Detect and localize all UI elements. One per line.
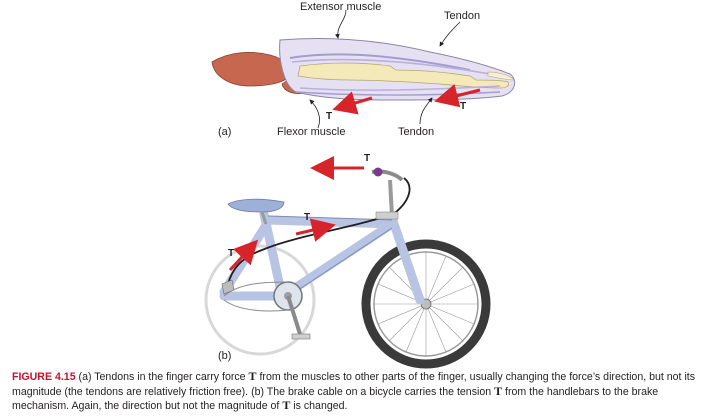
extensor-muscle-belly xyxy=(211,51,291,87)
caption-text-4: is changed. xyxy=(290,400,348,413)
tension-label-b1: T xyxy=(364,153,371,164)
tension-arrow-tip xyxy=(434,83,481,108)
label-flexor-muscle: Flexor muscle xyxy=(277,126,346,138)
caption-text-1: (a) Tendons in the finger carry force xyxy=(75,371,249,383)
figure-caption: FIGURE 4.15 (a) Tendons in the finger ca… xyxy=(12,369,712,414)
figure-illustration xyxy=(204,9,516,369)
caption-text-3: from the handlebars to the brake mechani… xyxy=(12,385,659,413)
pedal xyxy=(291,333,311,340)
finger-diagram xyxy=(211,9,516,129)
tension-arrow-toptube xyxy=(295,218,336,242)
tension-arrow-flexor xyxy=(332,91,373,115)
bike-seat xyxy=(227,198,285,213)
handlebar-grip xyxy=(373,167,383,177)
fingernail xyxy=(487,71,515,81)
tension-label-b2: T xyxy=(304,212,311,223)
tension-label-a1: T xyxy=(326,111,333,122)
label-panel-a: (a) xyxy=(218,126,232,138)
label-tendon-bottom: Tendon xyxy=(398,126,435,138)
label-panel-b: (b) xyxy=(218,350,232,362)
caption-text-2: from the muscles to other parts of the f… xyxy=(12,371,696,398)
finger-bones xyxy=(297,62,509,89)
tension-label-b3: T xyxy=(228,248,235,259)
rear-wheel xyxy=(204,244,316,356)
tension-label-a2: T xyxy=(460,101,467,112)
front-wheel xyxy=(361,239,491,369)
rear-brake xyxy=(221,279,235,295)
figure-number: FIGURE 4.15 xyxy=(12,371,76,383)
bicycle-diagram xyxy=(204,156,491,369)
caption-T-2: T xyxy=(494,383,503,398)
caption-T-3: T xyxy=(282,398,291,413)
tension-arrow-seatstay xyxy=(228,239,259,272)
label-tendon-top: Tendon xyxy=(444,10,481,22)
label-extensor-muscle: Extensor muscle xyxy=(300,1,382,13)
caption-T-1: T xyxy=(248,369,257,383)
